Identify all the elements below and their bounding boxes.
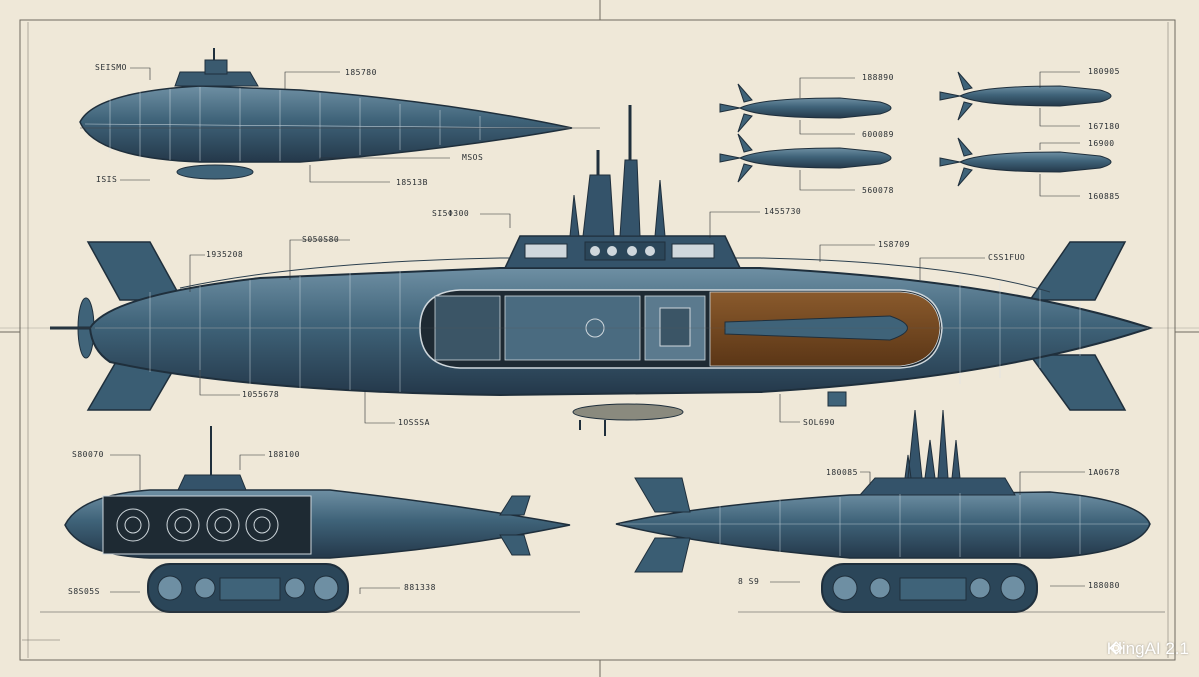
bottom-right-callouts xyxy=(770,471,1085,587)
label-bl-1: S80070 xyxy=(72,450,104,459)
label-main-6: CSS1FUO xyxy=(988,253,1025,262)
label-torp-4: 180905 xyxy=(1088,67,1120,76)
main-keel-pod xyxy=(572,403,684,421)
label-bl-2: 188100 xyxy=(268,450,300,459)
top-left-callouts xyxy=(120,67,450,183)
label-torp-2: 600089 xyxy=(862,130,894,139)
label-br-4: 188080 xyxy=(1088,581,1120,590)
torpedo-1 xyxy=(719,83,892,133)
bottom-right-submarine xyxy=(615,409,1165,613)
label-br-3: 8 S9 xyxy=(738,577,759,586)
label-tl-3: MSOS xyxy=(462,153,483,162)
label-main-8: 1OSSSA xyxy=(398,418,430,427)
label-tl-2: 185780 xyxy=(345,68,377,77)
label-main-5: 1S8709 xyxy=(878,240,910,249)
watermark-text: KlingAI 2.1 xyxy=(1106,639,1189,658)
main-bow-fin-top xyxy=(1028,241,1127,301)
label-torp-1: 188890 xyxy=(862,73,894,82)
torpedo-4 xyxy=(939,137,1112,187)
label-torp-7: 160885 xyxy=(1088,192,1120,201)
label-tl-5: ISIS xyxy=(96,175,117,184)
bottom-left-callouts xyxy=(110,454,400,594)
label-torp-3: 560078 xyxy=(862,186,894,195)
label-tl-1: SEISMO xyxy=(95,63,127,72)
label-br-2: 1A0678 xyxy=(1088,468,1120,477)
watermark: KlingAI 2.1 xyxy=(1107,639,1189,659)
label-main-9: SOL690 xyxy=(803,418,835,427)
label-torp-6: 16900 xyxy=(1088,139,1115,148)
label-main-3: 1935208 xyxy=(206,250,243,259)
label-main-7: 1055678 xyxy=(242,390,279,399)
torpedoes xyxy=(719,71,1112,187)
label-main-1: SI5Φ300 xyxy=(432,209,469,218)
label-bl-4: 881338 xyxy=(404,583,436,592)
main-bow-fin-bottom xyxy=(1028,354,1127,411)
top-left-submarine xyxy=(79,48,600,180)
kling-logo-icon xyxy=(1108,641,1123,655)
main-submarine xyxy=(0,105,1199,436)
label-torp-5: 167180 xyxy=(1088,122,1120,131)
main-tail-fin-top xyxy=(86,241,184,301)
torpedo-2 xyxy=(719,133,892,183)
torpedo-callouts xyxy=(799,71,1080,197)
label-br-1: 180085 xyxy=(826,468,858,477)
label-tl-4: 18513B xyxy=(396,178,428,187)
main-callouts xyxy=(189,211,985,424)
label-bl-3: S8S05S xyxy=(68,587,100,596)
bottom-left-submarine xyxy=(40,426,580,613)
torpedo-3 xyxy=(939,71,1112,121)
label-main-2: S050S80 xyxy=(302,235,339,244)
label-main-4: 1455730 xyxy=(764,207,801,216)
